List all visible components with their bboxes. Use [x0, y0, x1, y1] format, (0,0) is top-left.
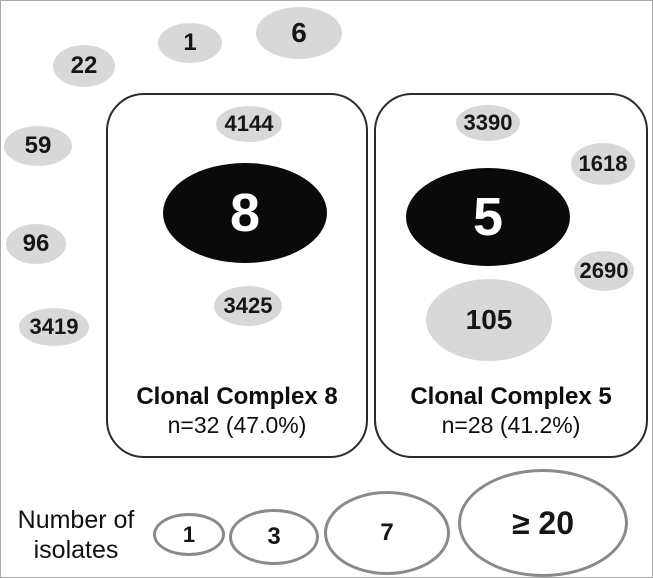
legend-caption-line2: isolates — [33, 536, 119, 564]
legend-caption: Number of isolates — [7, 505, 145, 565]
clonal-complex-8-label: Clonal Complex 8 n=32 (47.0%) — [108, 383, 366, 439]
satellite-node-3390: 3390 — [456, 105, 520, 141]
founder-node-5: 5 — [406, 168, 570, 266]
legend-size-20plus: ≥ 20 — [458, 469, 628, 577]
singleton-node-22: 22 — [53, 45, 115, 87]
satellite-node-3425: 3425 — [214, 286, 282, 326]
satellite-node-1618: 1618 — [571, 143, 635, 185]
singleton-node-3419: 3419 — [19, 308, 89, 346]
clonal-complex-5-count: n=28 (41.2%) — [441, 412, 581, 438]
legend-caption-line1: Number of — [17, 506, 135, 534]
clonal-complex-5-label: Clonal Complex 5 n=28 (41.2%) — [376, 383, 646, 439]
clonal-complex-8-title: Clonal Complex 8 — [136, 383, 338, 410]
singleton-node-6: 6 — [256, 7, 342, 59]
satellite-node-2690: 2690 — [574, 251, 634, 291]
clonal-complex-8-box: Clonal Complex 8 n=32 (47.0%) — [106, 93, 368, 458]
satellite-node-105: 105 — [426, 279, 552, 361]
legend-size-3: 3 — [229, 509, 319, 565]
singleton-node-1: 1 — [158, 23, 222, 63]
legend-size-1: 1 — [153, 513, 225, 556]
clonal-complex-5-title: Clonal Complex 5 — [410, 383, 612, 410]
legend-size-7: 7 — [324, 491, 450, 575]
clonal-complex-8-count: n=32 (47.0%) — [167, 412, 307, 438]
satellite-node-4144: 4144 — [216, 106, 282, 142]
singleton-node-96: 96 — [6, 224, 66, 264]
singleton-node-59: 59 — [4, 126, 72, 166]
founder-node-8: 8 — [163, 163, 327, 263]
